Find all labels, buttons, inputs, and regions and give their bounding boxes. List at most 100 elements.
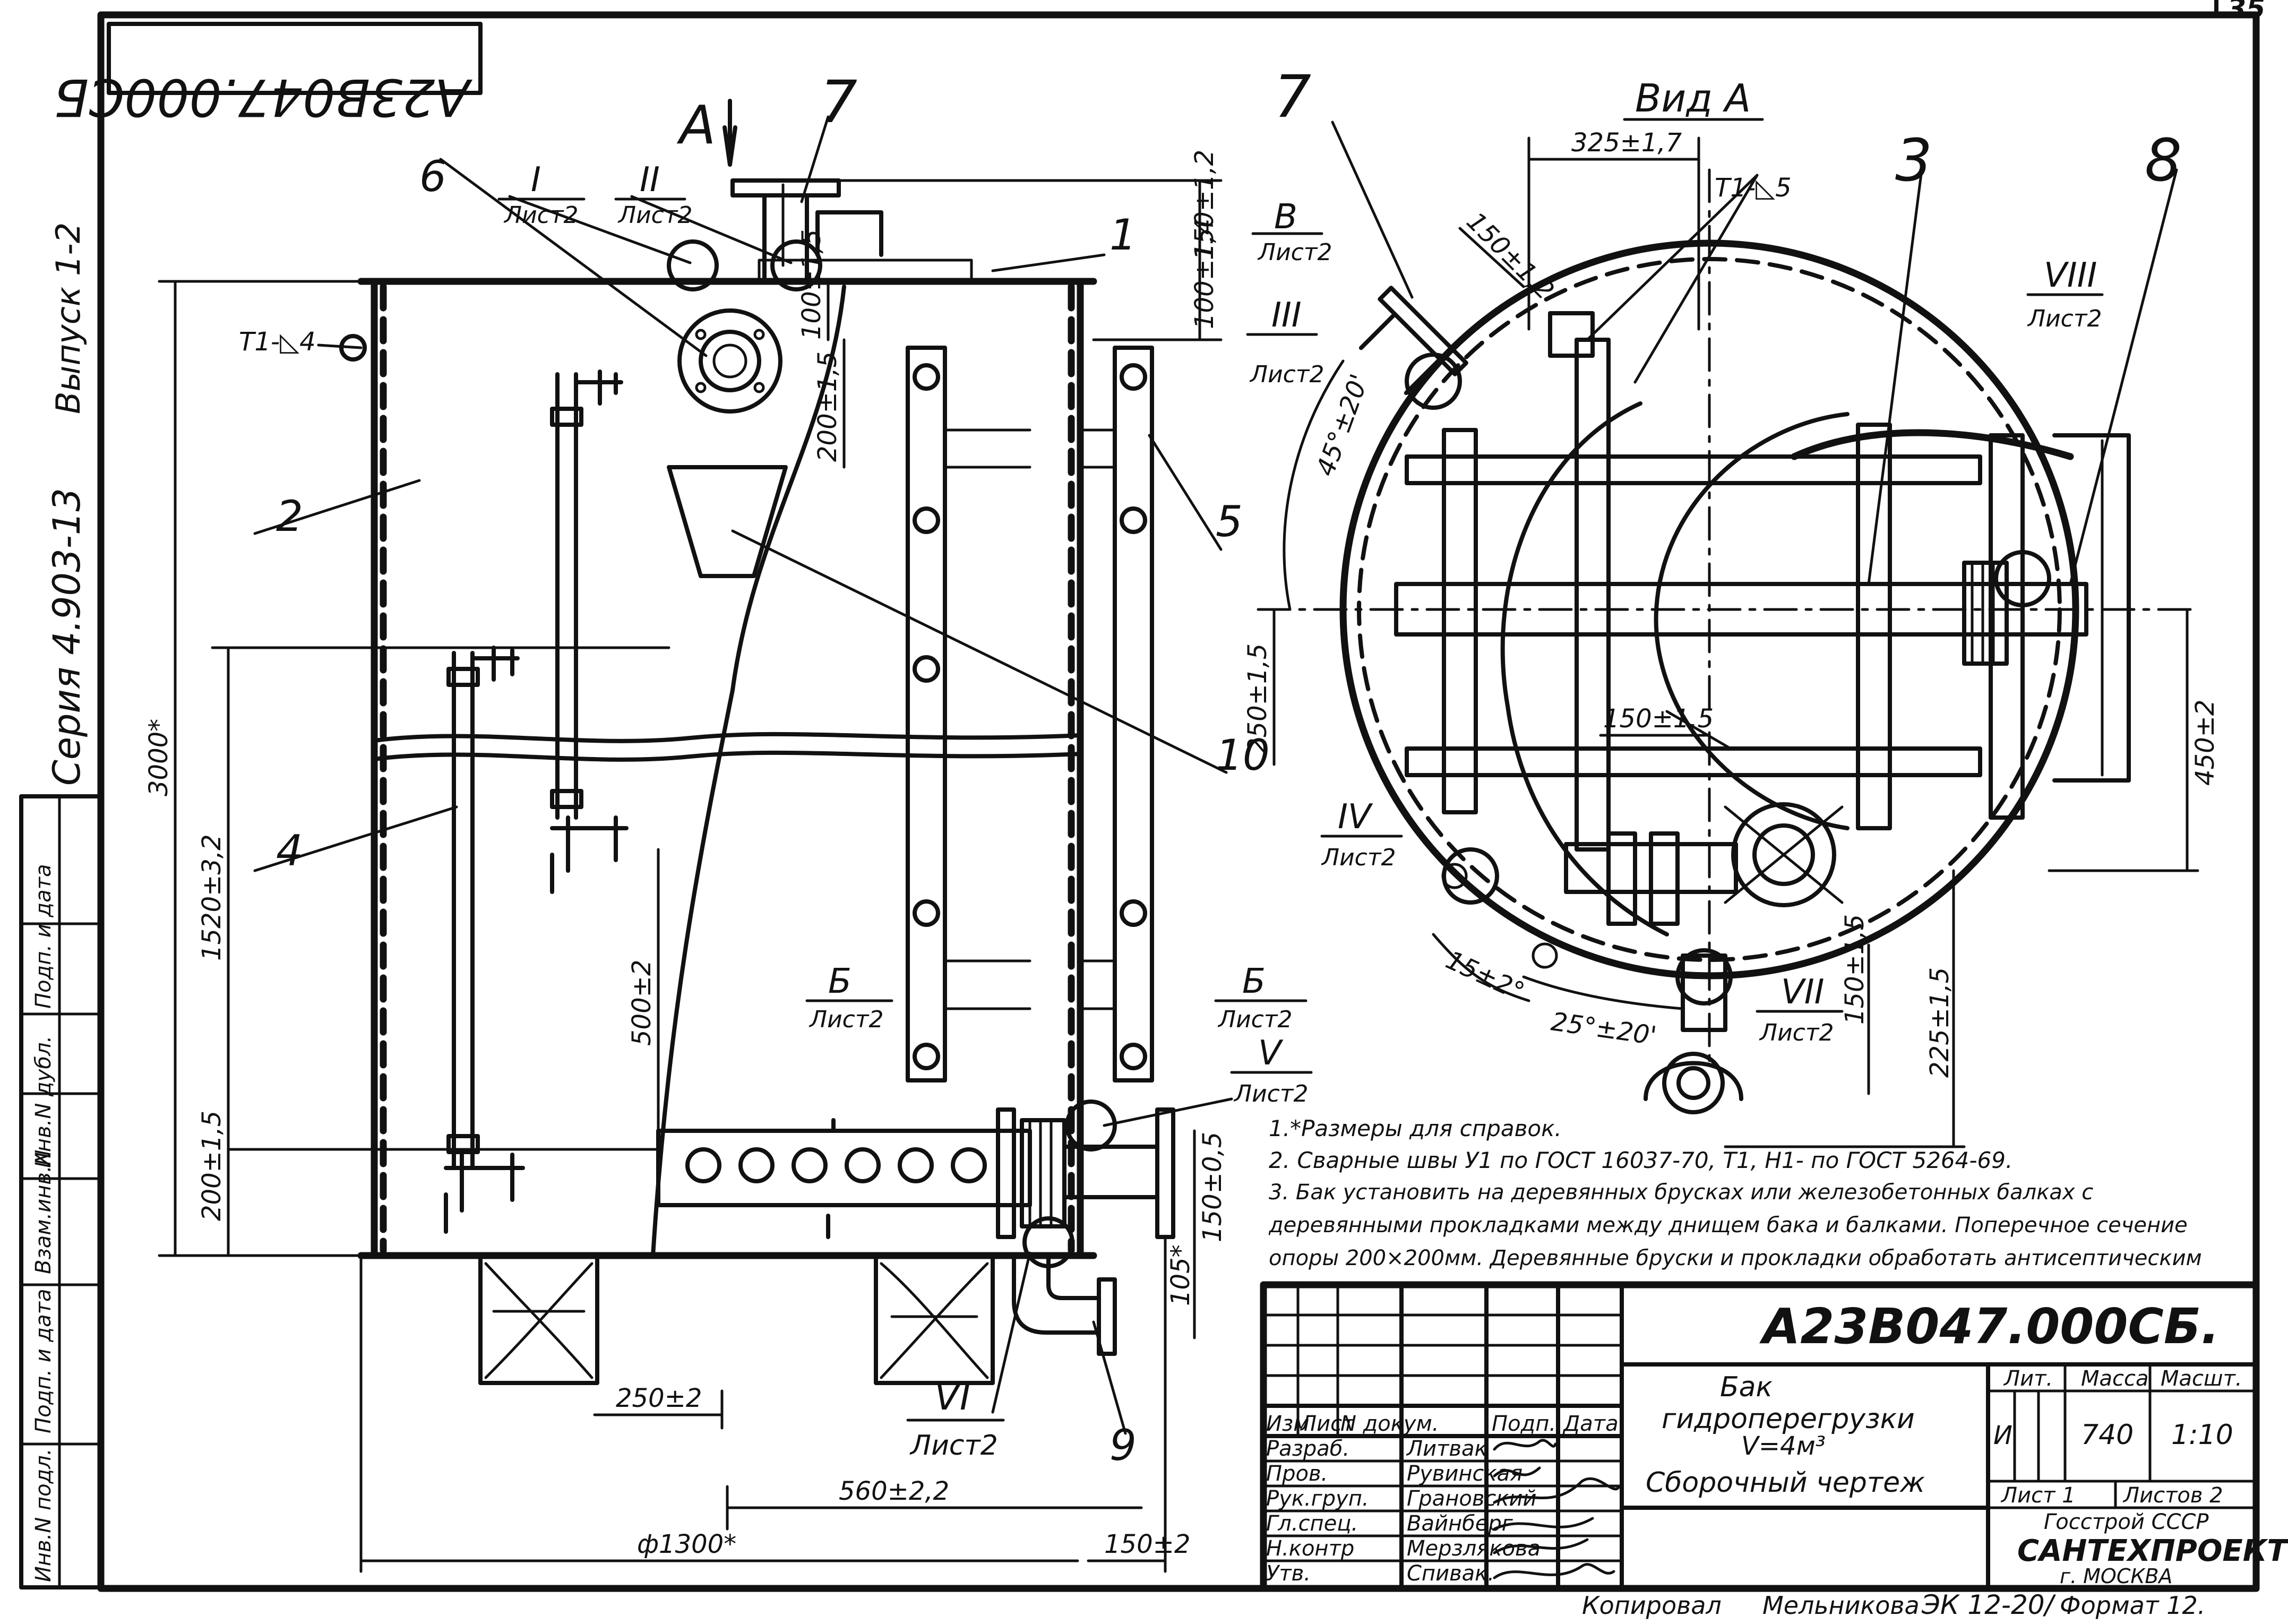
svg-text:Лист2: Лист2 xyxy=(1217,1006,1293,1033)
svg-text:Лист2: Лист2 xyxy=(617,202,693,229)
svg-text:ЭК 12-20/: ЭК 12-20/ xyxy=(1921,1589,2057,1620)
leader-1: 1 xyxy=(1109,210,1137,260)
svg-text:Мерзлякова: Мерзлякова xyxy=(1407,1536,1541,1561)
leader-2: 2 xyxy=(276,492,303,541)
svg-text:Рувинская: Рувинская xyxy=(1407,1462,1523,1486)
svg-text:450±2: 450±2 xyxy=(2190,700,2220,786)
tb-designation: А23В047.000СБ. xyxy=(1759,1298,2220,1355)
tb-name-2: гидроперегрузки xyxy=(1662,1403,1915,1435)
svg-text:Спивак.: Спивак. xyxy=(1407,1561,1494,1586)
svg-text:200±1,5: 200±1,5 xyxy=(813,351,842,462)
leader-7-front: 7 xyxy=(820,68,857,136)
leader-8: 8 xyxy=(2145,126,2182,194)
svg-text:Пров.: Пров. xyxy=(1266,1462,1328,1486)
weld-mark-view: Т1-◺5 xyxy=(1715,173,1792,203)
svg-text:II: II xyxy=(640,160,660,200)
svg-text:2. Сварные швы У1 по ГОСТ 1603: 2. Сварные швы У1 по ГОСТ 16037-70, Т1, … xyxy=(1269,1147,2012,1173)
svg-text:100±1,5: 100±1,5 xyxy=(797,229,827,340)
svg-text:Лист2: Лист2 xyxy=(1233,1080,1309,1107)
svg-text:250±2: 250±2 xyxy=(616,1384,702,1413)
margin-series: Серия 4.903-13 xyxy=(45,488,89,786)
svg-text:Н.контр: Н.контр xyxy=(1266,1536,1354,1561)
page-number: 35 xyxy=(2227,0,2265,25)
weld-mark-front: Т1-◺4 xyxy=(239,327,316,357)
leader-10: 10 xyxy=(1216,731,1270,780)
node-refs: I Лист2 II Лист2 III Лист2 IV Лист2 V Ли… xyxy=(497,160,2104,1462)
svg-text:Госстрой СССР: Госстрой СССР xyxy=(2044,1510,2209,1534)
svg-text:VII: VII xyxy=(1781,973,1825,1012)
svg-text:150±2: 150±2 xyxy=(1104,1530,1190,1559)
svg-text:Масса: Масса xyxy=(2081,1367,2149,1391)
svg-text:Лит.: Лит. xyxy=(2003,1367,2053,1391)
title-block: А23В047.000СБ. Бак гидроперегрузки V=4м³… xyxy=(1260,1281,2288,1592)
svg-text:1:10: 1:10 xyxy=(2171,1419,2233,1451)
dimension-texts: 3000* 1520±3,2 500±2 200±1,5 250±2 560±2… xyxy=(144,128,2220,1559)
leader-6: 6 xyxy=(419,152,446,201)
svg-text:И: И xyxy=(1993,1421,2012,1450)
svg-text:325±1,7: 325±1,7 xyxy=(1571,128,1682,158)
svg-text:Лист2: Лист2 xyxy=(503,202,579,229)
svg-text:3000*: 3000* xyxy=(144,719,174,796)
svg-text:150±1,2: 150±1,2 xyxy=(1190,150,1219,260)
svg-text:25°±20': 25°±20' xyxy=(1549,1007,1658,1051)
svg-text:В: В xyxy=(1274,197,1297,237)
notes: 1.*Размеры для справок. 2. Сварные швы У… xyxy=(1269,1115,2202,1282)
svg-text:Копировал: Копировал xyxy=(1582,1591,1722,1620)
svg-text:Лист2: Лист2 xyxy=(1257,239,1332,266)
leader-7-view: 7 xyxy=(1274,63,1311,131)
view-a xyxy=(1257,168,2199,1114)
leader-5: 5 xyxy=(1216,497,1243,546)
svg-text:560±2,2: 560±2,2 xyxy=(839,1476,949,1506)
svg-text:Б: Б xyxy=(1242,962,1266,1001)
note-3: 3. Бак установить на деревянных брусках … xyxy=(1269,1180,2202,1282)
stamp-inv-podl: Инв.N подл. xyxy=(31,1448,56,1582)
svg-text:Вайнберг: Вайнберг xyxy=(1407,1511,1513,1536)
svg-text:Листов 2: Листов 2 xyxy=(2122,1483,2223,1508)
svg-text:150±1,5: 150±1,5 xyxy=(1840,914,1870,1025)
svg-text:VI: VI xyxy=(934,1375,971,1419)
svg-text:Лист2: Лист2 xyxy=(1321,844,1396,871)
stamp-top-designation: А23В047.000СБ xyxy=(54,67,473,127)
svg-text:Лист: Лист xyxy=(1300,1412,1355,1436)
svg-text:15±2°: 15±2° xyxy=(1441,945,1529,1007)
svg-text:250±1,5: 250±1,5 xyxy=(1243,643,1272,754)
front-leaders xyxy=(253,115,1233,1435)
svg-text:I: I xyxy=(531,160,541,200)
svg-text:Гл.спец.: Гл.спец. xyxy=(1266,1511,1358,1536)
svg-text:Изм: Изм xyxy=(1266,1412,1309,1436)
svg-text:150±0,5: 150±0,5 xyxy=(1198,1132,1227,1242)
svg-text:Утв.: Утв. xyxy=(1266,1561,1311,1586)
svg-text:225±1,5: 225±1,5 xyxy=(1925,967,1955,1078)
svg-text:Грановский: Грановский xyxy=(1407,1486,1537,1511)
tb-name-3: V=4м³ xyxy=(1741,1431,1826,1461)
front-view xyxy=(339,99,1175,1385)
tb-name-4: Сборочный чертеж xyxy=(1646,1467,1925,1499)
signatures xyxy=(1493,1439,1621,1579)
footer: Копировал Мельникова ЭК 12-20/ Формат 12… xyxy=(1582,1589,2205,1620)
margin-issue: Выпуск 1-2 xyxy=(49,222,88,414)
svg-text:200±1,5: 200±1,5 xyxy=(197,1111,227,1221)
svg-text:Лист2: Лист2 xyxy=(1759,1019,1834,1046)
svg-text:Б: Б xyxy=(828,962,851,1001)
stamp-inv-dubl: Инв.N дубл. xyxy=(31,1036,56,1168)
section-mark-a: А xyxy=(676,94,716,156)
svg-text:V: V xyxy=(1258,1034,1284,1073)
leader-3: 3 xyxy=(1895,126,1932,194)
svg-text:Лист 1: Лист 1 xyxy=(2000,1483,2076,1508)
svg-text:1.*Размеры для справок.: 1.*Размеры для справок. xyxy=(1269,1115,1562,1141)
svg-text:Разраб.: Разраб. xyxy=(1266,1437,1349,1461)
view-a-dims xyxy=(1272,121,2199,1148)
svg-text:IV: IV xyxy=(1338,797,1373,837)
svg-text:Рук.груп.: Рук.груп. xyxy=(1266,1486,1369,1511)
svg-text:Дата: Дата xyxy=(1562,1412,1619,1436)
leader-4: 4 xyxy=(276,826,303,875)
tb-name-1: Бак xyxy=(1720,1371,1773,1403)
svg-text:Лист2: Лист2 xyxy=(2027,305,2102,332)
svg-text:100±1,4: 100±1,4 xyxy=(1190,219,1219,329)
left-stamp-column: Инв.N подл. Подп. и дата Взам.инв.N Инв.… xyxy=(19,794,103,1589)
svg-text:Масшт.: Масшт. xyxy=(2161,1367,2242,1391)
svg-text:Подп.: Подп. xyxy=(1492,1412,1556,1436)
svg-text:ф1300*: ф1300* xyxy=(637,1530,736,1559)
svg-text:САНТЕХПРОЕКТ: САНТЕХПРОЕКТ xyxy=(2017,1534,2288,1568)
